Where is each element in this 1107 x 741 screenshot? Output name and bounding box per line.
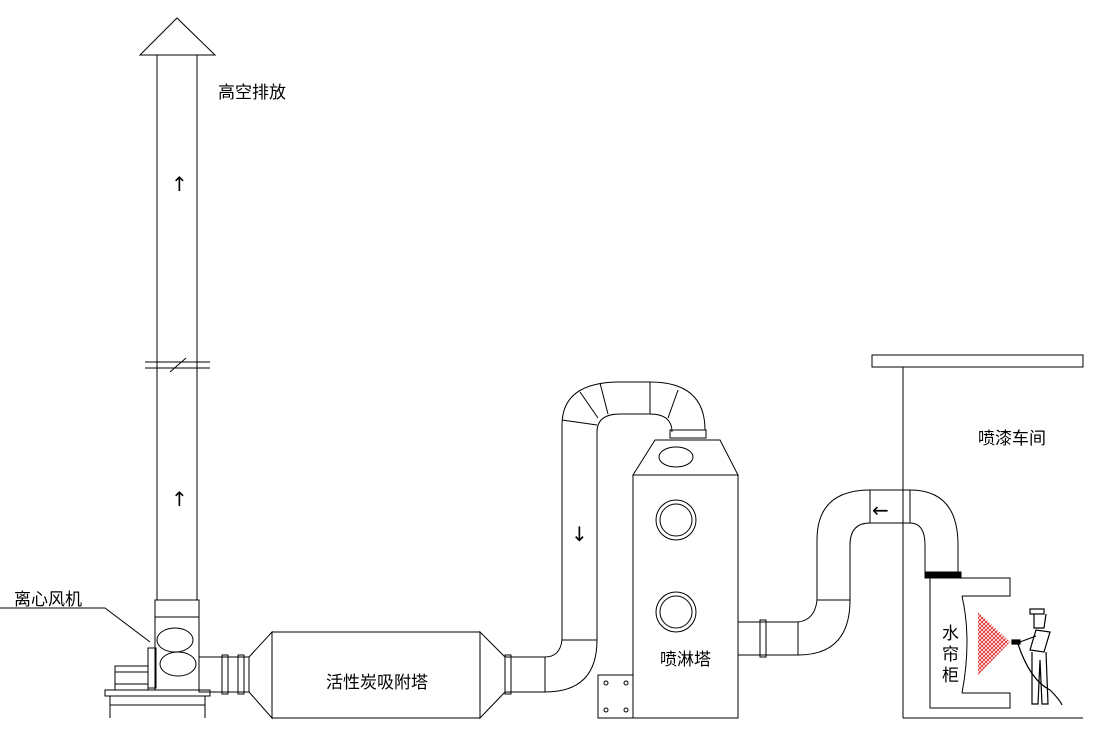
centrifugal-fan [0,607,211,718]
label-paint-workshop: 喷漆车间 [978,429,1046,449]
paint-workshop [871,354,1084,719]
painter-figure [1011,608,1063,706]
label-water-curtain: 水帘柜 [938,624,958,687]
water-curtain-cabinet [929,577,1011,709]
duct-fan-to-carbon [198,654,250,695]
label-high-altitude-exhaust: 高空排放 [218,83,286,103]
label-spray-tower: 喷淋塔 [660,650,711,670]
label-carbon-tower: 活性炭吸附塔 [326,673,428,693]
duct-carbon-to-spray [504,381,707,695]
spray-tower [597,439,739,719]
flow-arrow-up-icon: ↑ [171,172,188,196]
spray-mist [978,612,1010,675]
flow-arrow-down-icon: ↓ [571,522,588,546]
duct-workshop-to-spray [737,489,962,658]
flow-arrow-up-icon: ↑ [171,487,188,511]
label-centrifugal-fan: 离心风机 [14,590,82,610]
flow-arrow-left-icon: ← [872,498,889,522]
exhaust-stack [138,17,217,691]
carbon-adsorption-tower [248,630,506,720]
